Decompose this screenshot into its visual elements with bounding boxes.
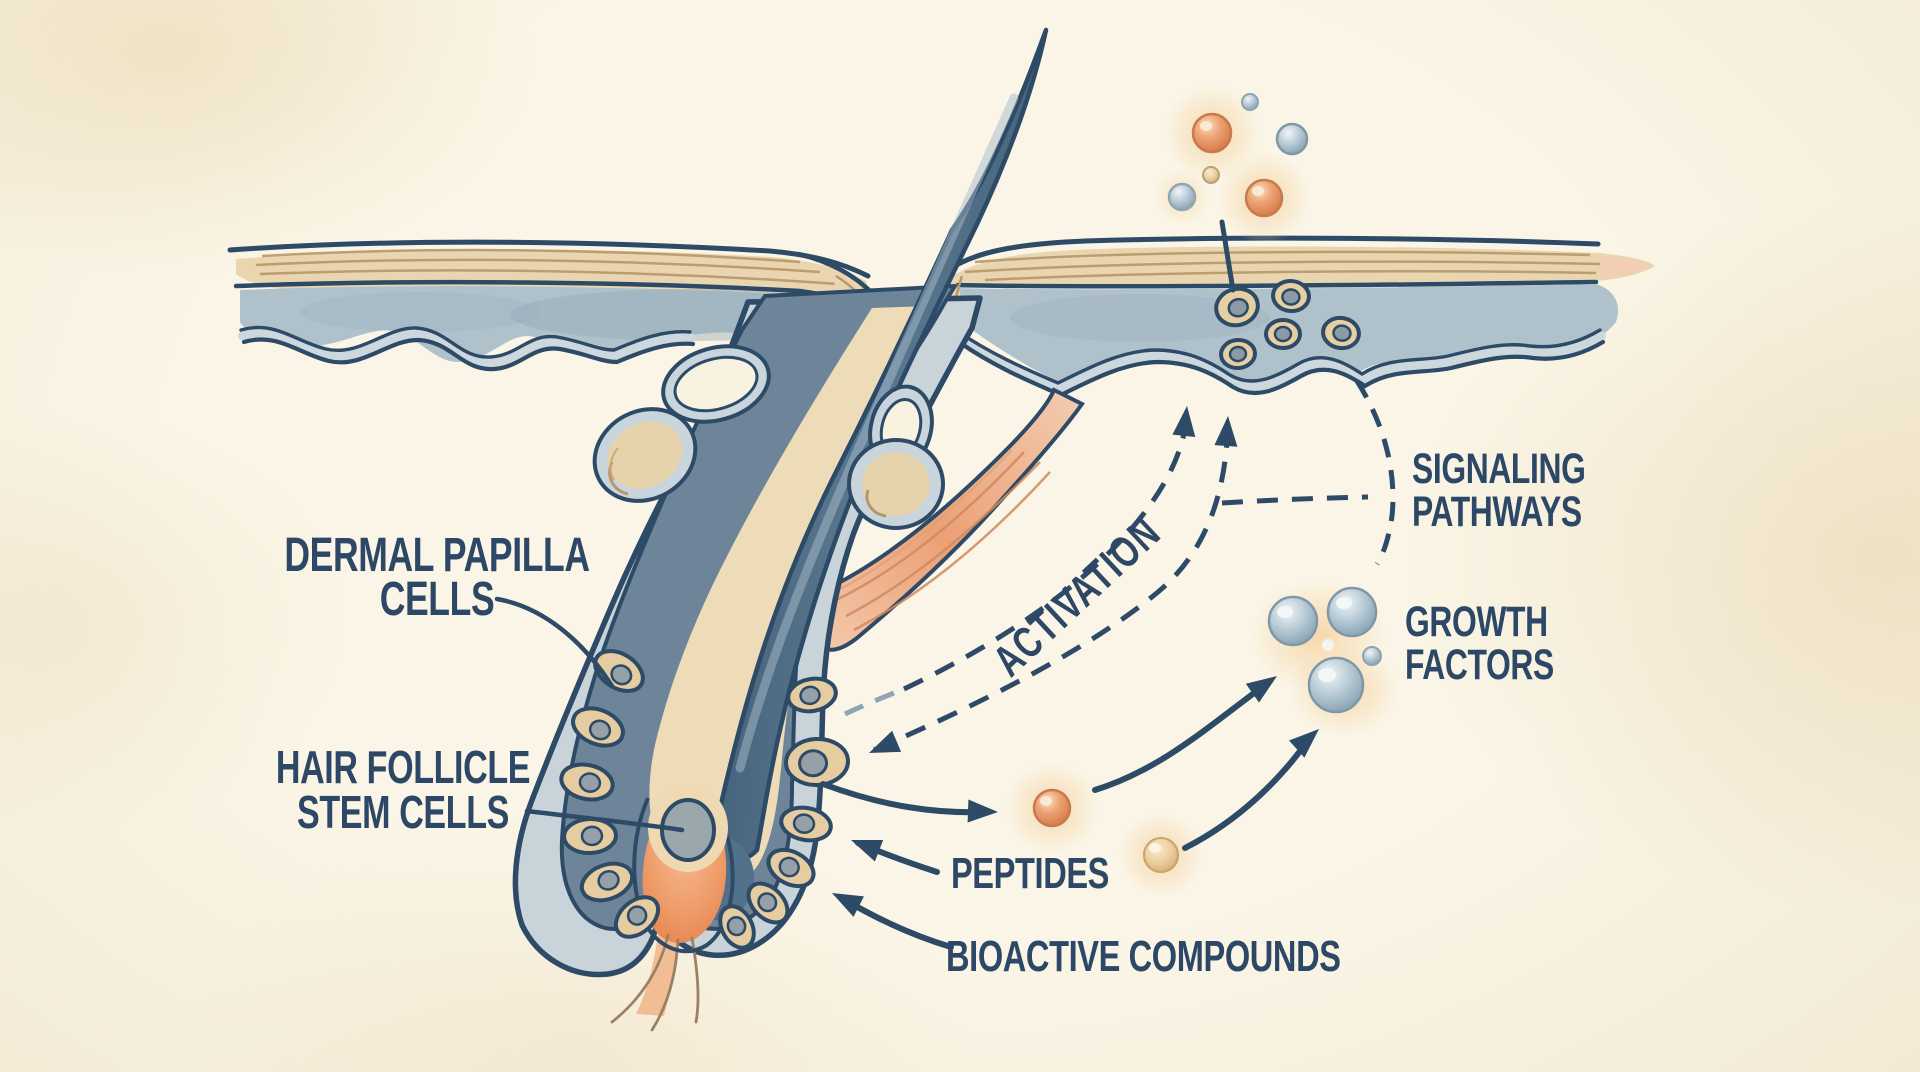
- epidermis-left: [240, 286, 874, 362]
- epidermal-fold: [661, 344, 771, 424]
- growth-factor-sphere: [1326, 586, 1378, 638]
- pathway-dashed-connector: [1221, 494, 1369, 506]
- skin-surface-line-right: [945, 235, 1601, 273]
- label-line: PEPTIDES: [950, 849, 1110, 898]
- label-line: DERMAL PAPILLA: [284, 529, 590, 582]
- dermal-papilla: [610, 784, 735, 1032]
- muscle-striations: [829, 449, 1051, 632]
- arrow-peptide-to-growth-1: [1092, 678, 1273, 793]
- particle-highlight: [1318, 668, 1336, 682]
- skin-surface-right: [945, 235, 1655, 398]
- particle-highlight: [1149, 843, 1161, 853]
- label-line: CELLS: [379, 573, 495, 626]
- label-line: HAIR FOLLICLE: [275, 741, 531, 793]
- growth-factor-particles: [1250, 580, 1398, 736]
- tiny-sphere: [1322, 639, 1334, 651]
- hair-shaft-highlight: [735, 93, 1019, 773]
- label-line: GROWTH: [1405, 598, 1548, 646]
- epidermis-shade-right: [1010, 294, 1270, 342]
- label-signaling-pathways: SIGNALING PATHWAYS: [1412, 448, 1646, 534]
- sebaceous-gland-right: [847, 438, 945, 530]
- basement-wavy-right: [953, 328, 1606, 398]
- leader-dermal-papilla: [494, 596, 615, 689]
- particle-highlight: [1336, 597, 1352, 609]
- peptide-particles: [1006, 762, 1203, 897]
- arrector-pili-muscle: [822, 387, 1085, 652]
- label-hair-follicle-stem-cells: HAIR FOLLICLE STEM CELLS: [153, 741, 653, 838]
- label-line: PATHWAYS: [1412, 488, 1582, 536]
- signaling-dashed-arrows: [843, 379, 1396, 764]
- particle-highlight: [1040, 796, 1052, 806]
- stratum-fiber-lines: [255, 248, 839, 286]
- peptide-sphere-orange: [1032, 788, 1072, 828]
- growth-factor-sphere: [1307, 656, 1365, 714]
- arrow-peptide-to-growth-2: [1182, 732, 1315, 851]
- leader-lines: [494, 596, 685, 833]
- blue-particle: [1275, 122, 1309, 156]
- basement-wavy-left: [238, 325, 696, 372]
- pathway-dashed-curve: [1354, 379, 1396, 566]
- epidermis-cell-cluster: [1214, 278, 1361, 371]
- epidermis-shade-left2: [300, 292, 540, 332]
- particle-leader-line: [1219, 219, 1236, 293]
- orange-particle: [1244, 178, 1284, 218]
- label-line: STEM CELLS: [297, 786, 509, 838]
- stem-cell-nucleus: [660, 798, 716, 862]
- stratum-corneum-right: [946, 246, 1655, 289]
- orange-particle: [1191, 112, 1233, 154]
- activation-dashed-arrow: [902, 414, 1190, 692]
- stratum-underline-right: [947, 279, 1599, 289]
- stratum-fiber-lines-right: [964, 250, 1601, 282]
- label-peptides: PEPTIDES: [880, 849, 1180, 899]
- small-tan-particle: [1202, 166, 1220, 184]
- small-growth-sphere: [1362, 646, 1382, 666]
- particle-highlight: [1200, 121, 1212, 131]
- label-line: BIOACTIVE COMPOUNDS: [946, 932, 1341, 981]
- particle-highlight: [1277, 606, 1293, 618]
- surface-particles: [1154, 85, 1310, 293]
- activation-dashed-arrow-start: [843, 686, 905, 717]
- label-line: FACTORS: [1405, 641, 1554, 689]
- follicle-cells-right: [718, 676, 850, 950]
- leader-stem-cells: [524, 808, 685, 833]
- label-dermal-papilla-cells: DERMAL PAPILLA CELLS: [187, 529, 687, 626]
- small-blue-particle: [1241, 93, 1259, 111]
- stratum-end-peach: [1600, 256, 1652, 278]
- label-bioactive-compounds: BIOACTIVE COMPOUNDS: [946, 932, 1479, 982]
- follicle-cells-left: [559, 649, 661, 939]
- grey-particle: [1167, 182, 1197, 212]
- sebaceous-gland-left: [592, 407, 698, 503]
- particle-highlight: [1252, 186, 1264, 196]
- growth-factor-sphere: [1267, 595, 1319, 647]
- label-line: SIGNALING: [1412, 445, 1586, 493]
- arrow-follicle-to-peptides: [820, 781, 991, 816]
- label-growth-factors: GROWTH FACTORS: [1405, 601, 1606, 687]
